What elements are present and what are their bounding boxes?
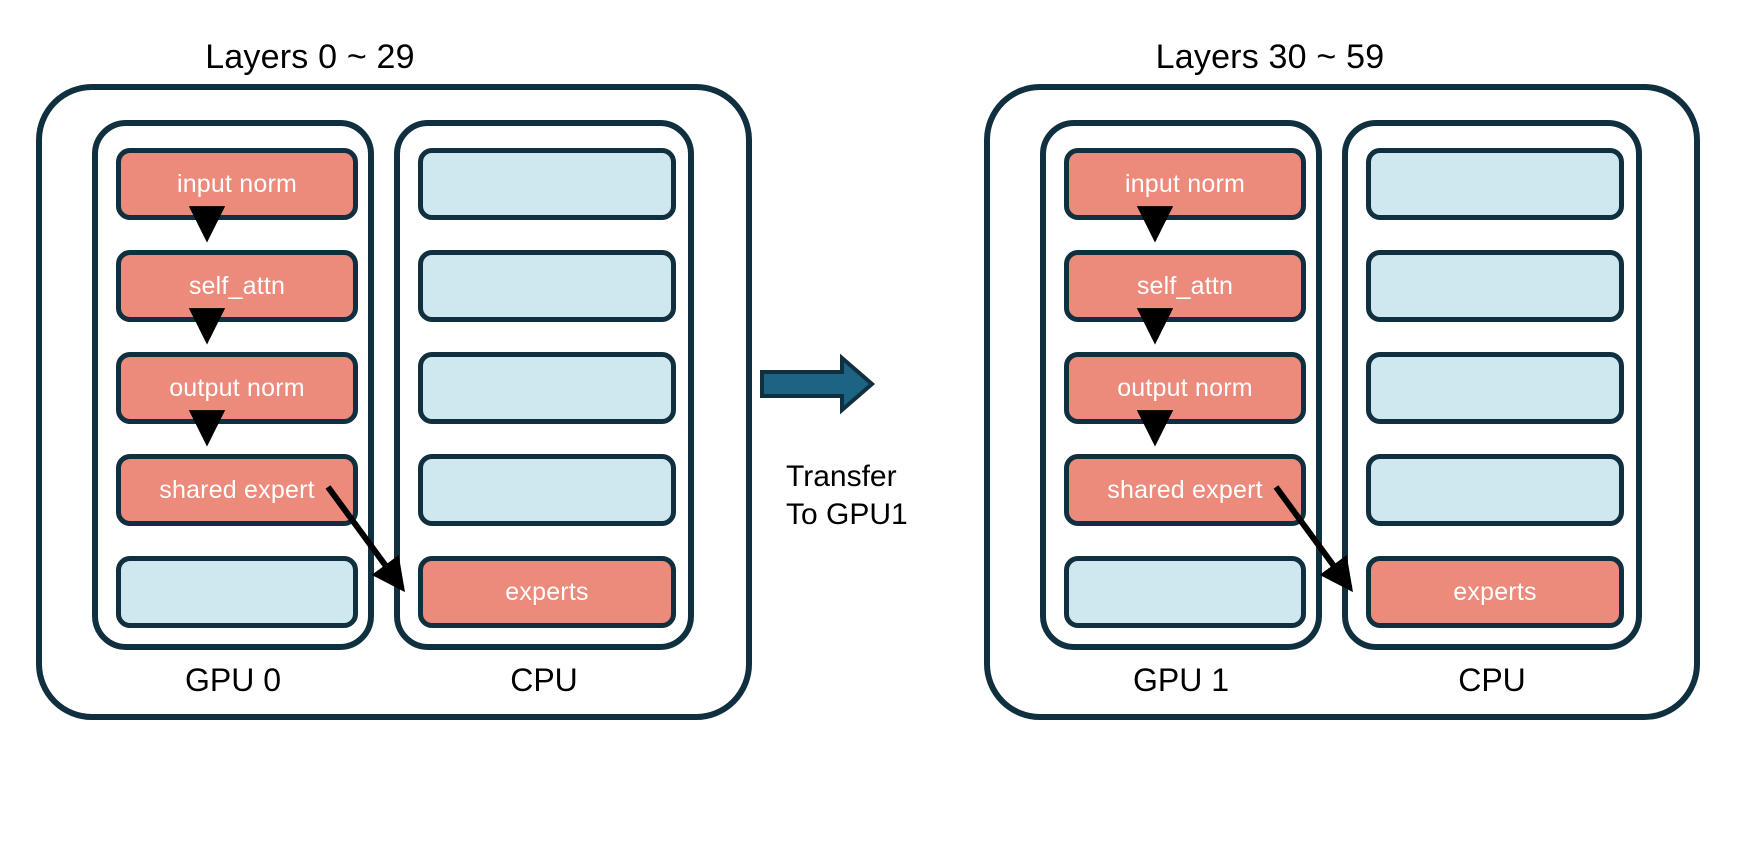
group-right-gpu-block-0[interactable]: input norm — [1064, 148, 1306, 220]
group-right-cpu-block-3[interactable] — [1366, 454, 1624, 526]
group-left-gpu-block-0[interactable]: input norm — [116, 148, 358, 220]
group-left-cpu-column: experts — [394, 120, 694, 650]
group-left-cpu-block-0[interactable] — [418, 148, 676, 220]
group-left-device: input norm self_attn output norm shared … — [36, 84, 752, 720]
group-right-gpu-block-4[interactable] — [1064, 556, 1306, 628]
group-left-cpu-block-2[interactable] — [418, 352, 676, 424]
group-left-cpu-block-4[interactable]: experts — [418, 556, 676, 628]
group-right-cpu-block-4[interactable]: experts — [1366, 556, 1624, 628]
group-left-gpu-block-4[interactable] — [116, 556, 358, 628]
group-left-gpu-label: GPU 0 — [184, 662, 282, 698]
group-right-gpu-column: input norm self_attn output norm shared … — [1040, 120, 1322, 650]
group-right-cpu-block-2[interactable] — [1366, 352, 1624, 424]
transfer-label-line1: Transfer — [786, 460, 897, 493]
group-left-cpu-label: CPU — [510, 662, 578, 698]
group-left-cpu-block-1[interactable] — [418, 250, 676, 322]
group-left-title: Layers 0 ~ 29 — [205, 38, 415, 76]
group-right-gpu-block-3[interactable]: shared expert — [1064, 454, 1306, 526]
group-right-device: input norm self_attn output norm shared … — [984, 84, 1700, 720]
group-right-title: Layers 30 ~ 59 — [1155, 38, 1385, 76]
group-left-gpu-block-1[interactable]: self_attn — [116, 250, 358, 322]
group-right-gpu-block-2[interactable]: output norm — [1064, 352, 1306, 424]
group-right-cpu-column: experts — [1342, 120, 1642, 650]
group-right-gpu-label: GPU 1 — [1132, 662, 1230, 698]
group-left-gpu-block-3[interactable]: shared expert — [116, 454, 358, 526]
group-right-cpu-label: CPU — [1458, 662, 1526, 698]
group-right-cpu-block-0[interactable] — [1366, 148, 1624, 220]
group-right-cpu-block-1[interactable] — [1366, 250, 1624, 322]
group-left-gpu-block-2[interactable]: output norm — [116, 352, 358, 424]
transfer-arrow — [760, 353, 876, 415]
transfer-label: Transfer To GPU1 — [786, 458, 908, 535]
group-right-gpu-block-1[interactable]: self_attn — [1064, 250, 1306, 322]
group-left-cpu-block-3[interactable] — [418, 454, 676, 526]
transfer-label-line2: To GPU1 — [786, 498, 908, 532]
group-left-gpu-column: input norm self_attn output norm shared … — [92, 120, 374, 650]
